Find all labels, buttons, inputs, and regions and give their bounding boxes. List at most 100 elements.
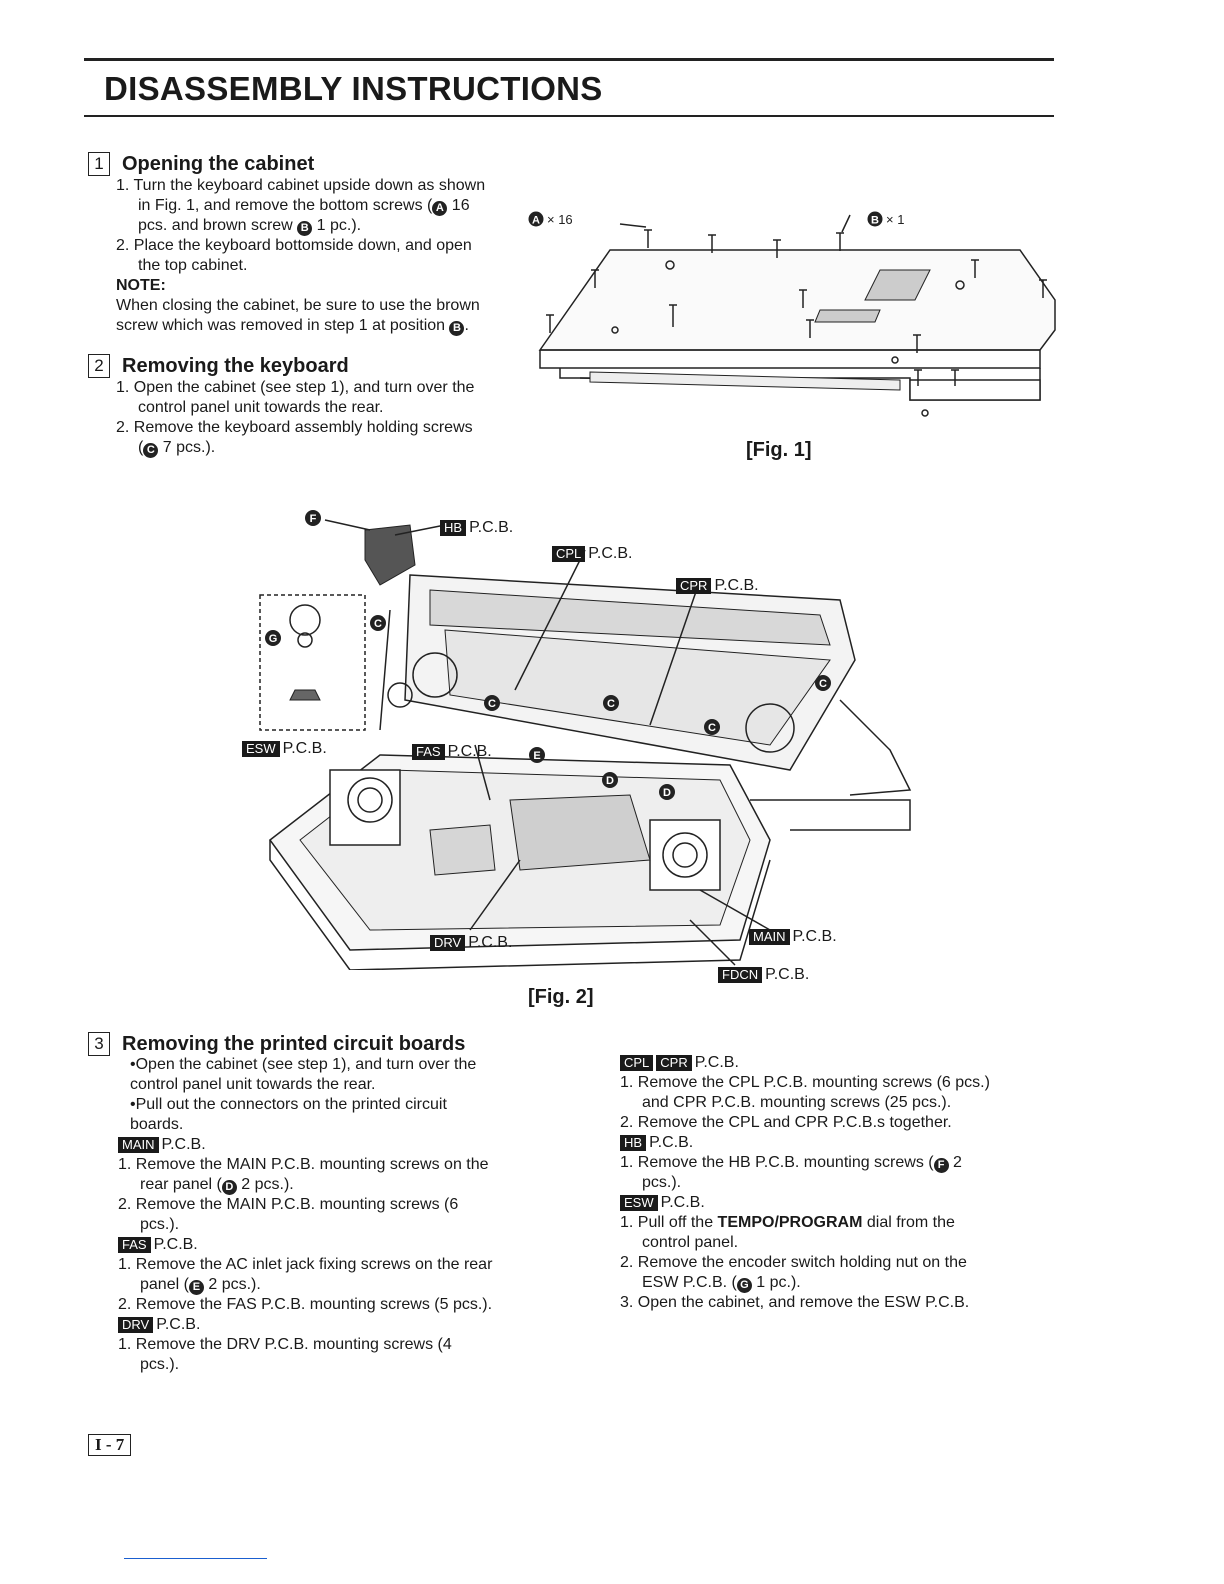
text-line: 1. Turn the keyboard cabinet upside down… [116, 177, 486, 194]
fig2-caption: [Fig. 2] [528, 986, 594, 1008]
text-span: 2 pcs.). [236, 1176, 294, 1193]
fig1-caption: [Fig. 1] [746, 439, 812, 461]
text-line: pcs. and brown screw B 1 pc.). [116, 216, 536, 236]
text-span: P.C.B. [694, 1054, 739, 1071]
note-label: NOTE: [116, 277, 166, 294]
board-tag: CPR [676, 578, 712, 594]
text-line: 1. Remove the HB P.C.B. mounting screws … [620, 1153, 1050, 1173]
text-span: 1. Pull off the [620, 1214, 718, 1231]
page-number: I - 7 [88, 1434, 132, 1456]
section-number: 3 [88, 1032, 110, 1056]
section-3-heading: 3 Removing the printed circuit boards [88, 1032, 465, 1056]
text-span: 1 pc.). [751, 1274, 801, 1291]
text-span: 7 pcs.). [158, 439, 216, 456]
marker-c: C [708, 722, 716, 734]
text-line: 1. Remove the DRV P.C.B. mounting screws… [118, 1336, 452, 1353]
pcb-text: P.C.B. [447, 743, 492, 760]
text-line: 1. Open the cabinet (see step 1), and tu… [116, 379, 475, 396]
marker-c: C [607, 698, 615, 710]
board-tag: HB [440, 520, 467, 536]
text-span: dial from the [862, 1214, 955, 1231]
section-3-left-column: •Open the cabinet (see step 1), and turn… [118, 1055, 543, 1375]
board-tag: FDCN [718, 967, 763, 983]
dial-name: TEMPO/PROGRAM [717, 1214, 863, 1231]
text-span: P.C.B. [153, 1236, 198, 1253]
pcb-text: P.C.B. [588, 545, 633, 562]
text-line: 3. Open the cabinet, and remove the ESW … [620, 1294, 970, 1311]
text-span: 2 pcs.). [203, 1276, 261, 1293]
text-line: panel (E 2 pcs.). [118, 1275, 543, 1295]
text-line: 1. Remove the CPL P.C.B. mounting screws… [620, 1074, 990, 1091]
marker-f: F [310, 513, 317, 525]
pcb-text: P.C.B. [282, 740, 327, 757]
text-line: pcs.). [140, 1216, 180, 1233]
board-tag: FAS [412, 744, 445, 760]
section-2-heading: 2 Removing the keyboard [88, 354, 349, 378]
text-span: panel ( [140, 1276, 189, 1293]
marker-d: D [663, 787, 671, 799]
marker-d: D [221, 1180, 237, 1195]
marker-b: B [297, 221, 313, 236]
text-line: pcs.). [140, 1356, 180, 1373]
section-title: Removing the keyboard [122, 354, 349, 377]
marker-b: B [449, 321, 465, 336]
board-tag: FAS [118, 1237, 151, 1253]
text-line: 2. Remove the MAIN P.C.B. mounting screw… [118, 1196, 459, 1213]
board-tag: HB [620, 1135, 647, 1151]
text-line: the top cabinet. [138, 257, 248, 274]
header-rule-bottom [84, 115, 1054, 117]
board-tag: MAIN [118, 1137, 159, 1153]
text-span: rear panel ( [140, 1176, 222, 1193]
text-span: in Fig. 1, and remove the bottom screws … [138, 197, 433, 214]
text-line: pcs.). [642, 1174, 682, 1191]
text-span: P.C.B. [161, 1136, 206, 1153]
text-span: ( [138, 439, 144, 456]
board-tag: CPR [656, 1055, 692, 1071]
board-tag: CPL [620, 1055, 654, 1071]
marker-a: A [532, 215, 540, 227]
marker-e: E [188, 1280, 204, 1295]
text-line: 1. Pull off the TEMPO/PROGRAM dial from … [620, 1213, 1050, 1233]
page-title: DISASSEMBLY INSTRUCTIONS [104, 70, 603, 107]
section-2-body: 1. Open the cabinet (see step 1), and tu… [116, 378, 536, 458]
marker-c: C [143, 443, 159, 458]
section-title: Removing the printed circuit boards [122, 1032, 466, 1055]
marker-b: B [871, 215, 879, 227]
pcb-text: P.C.B. [792, 928, 837, 945]
text-line: rear panel (D 2 pcs.). [118, 1175, 543, 1195]
board-tag: MAIN [749, 929, 790, 945]
marker-f: F [933, 1158, 949, 1173]
text-line: (C 7 pcs.). [116, 438, 536, 458]
marker-c: C [374, 618, 382, 630]
section-number: 2 [88, 354, 110, 378]
footer-link-line [124, 1558, 267, 1559]
text-span: pcs. and brown screw [138, 217, 298, 234]
text-line: 1. Remove the AC inlet jack fixing screw… [118, 1256, 493, 1273]
section-number: 1 [88, 152, 110, 176]
text-line: 2. Remove the keyboard assembly holding … [116, 419, 473, 436]
text-line: •Pull out the connectors on the printed … [130, 1096, 447, 1113]
figure-1-keyboard-bottom: A × 16 B × 1 [528, 211, 1056, 417]
text-line: and CPR P.C.B. mounting screws (25 pcs.)… [642, 1094, 952, 1111]
text-line: ESW P.C.B. (G 1 pc.). [620, 1273, 1050, 1293]
text-span: 1. Remove the HB P.C.B. mounting screws … [620, 1154, 934, 1171]
text-line: screw which was removed in step 1 at pos… [116, 316, 536, 336]
text-line: 2. Remove the encoder switch holding nut… [620, 1254, 967, 1271]
text-span: 16 [447, 197, 470, 214]
text-line: 2. Remove the CPL and CPR P.C.B.s togeth… [620, 1114, 952, 1131]
text-line: 1. Remove the MAIN P.C.B. mounting screw… [118, 1156, 489, 1173]
text-span: ESW P.C.B. ( [642, 1274, 737, 1291]
